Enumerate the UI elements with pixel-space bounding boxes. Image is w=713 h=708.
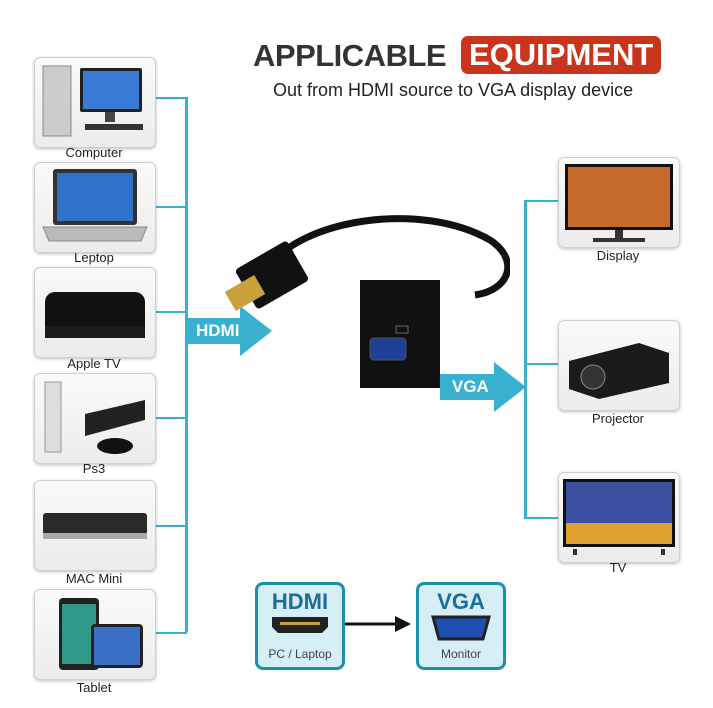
connector-line <box>524 363 558 365</box>
hdmi-card-sub: PC / Laptop <box>268 647 332 661</box>
connector-line <box>524 517 558 519</box>
display-label: TV <box>609 560 627 575</box>
projector-icon <box>569 343 669 399</box>
connector-line <box>154 525 187 527</box>
vga-arrow-label: VGA <box>452 377 489 396</box>
computer-icon <box>42 65 143 137</box>
source-label: Computer <box>65 145 123 160</box>
tv-device <box>558 472 680 563</box>
hdmi-arrow-label: HDMI <box>196 321 240 340</box>
hdmi-card-title: HDMI <box>271 589 329 614</box>
source-trunk-line <box>185 97 188 632</box>
ps3-device <box>34 373 156 464</box>
laptop-icon <box>42 169 148 242</box>
apple-tv-device <box>34 267 156 358</box>
source-label: Apple TV <box>67 356 121 371</box>
display-label: Projector <box>591 411 645 426</box>
source-label: Tablet <box>76 680 112 695</box>
vga-port-icon <box>431 615 491 641</box>
display-label: Display <box>596 248 640 263</box>
connector-line <box>154 206 187 208</box>
vga-card-sub: Monitor <box>440 647 481 661</box>
tablet-icon <box>59 598 143 670</box>
source-label: Ps3 <box>82 461 106 476</box>
projector-device <box>558 320 680 411</box>
laptop-device <box>34 162 156 253</box>
connector-line <box>524 200 558 202</box>
hdmi-to-vga-adapter <box>224 215 510 388</box>
display-device <box>558 157 680 248</box>
vga-arrow <box>440 362 526 412</box>
source-label: Leptop <box>74 250 114 265</box>
hdmi-arrow <box>188 306 272 356</box>
connector-line <box>154 311 187 313</box>
subtitle: Out from HDMI source to VGA display devi… <box>273 80 634 100</box>
hdmi-source-card: HDMI PC / Laptop <box>255 582 345 670</box>
source-label: MAC Mini <box>65 571 123 586</box>
mac-mini-icon <box>43 513 147 539</box>
connector-line <box>154 632 187 634</box>
connector-line <box>154 97 187 99</box>
display-trunk-line <box>524 200 527 519</box>
vga-monitor-card: VGA Monitor <box>416 582 506 670</box>
mac-mini-device <box>34 480 156 571</box>
ps3-icon <box>44 381 145 454</box>
tv-icon <box>563 479 675 555</box>
computer-device <box>34 57 156 148</box>
monitor-icon <box>565 164 673 242</box>
apple-tv-icon <box>45 292 145 338</box>
title: APPLICABLE <box>253 38 447 73</box>
vga-card-title: VGA <box>437 589 485 614</box>
direction-arrow-icon <box>345 616 411 632</box>
hdmi-port-icon <box>272 617 328 633</box>
connector-line <box>154 417 187 419</box>
tablet-device <box>34 589 156 680</box>
title-highlight: EQUIPMENT <box>461 36 662 74</box>
